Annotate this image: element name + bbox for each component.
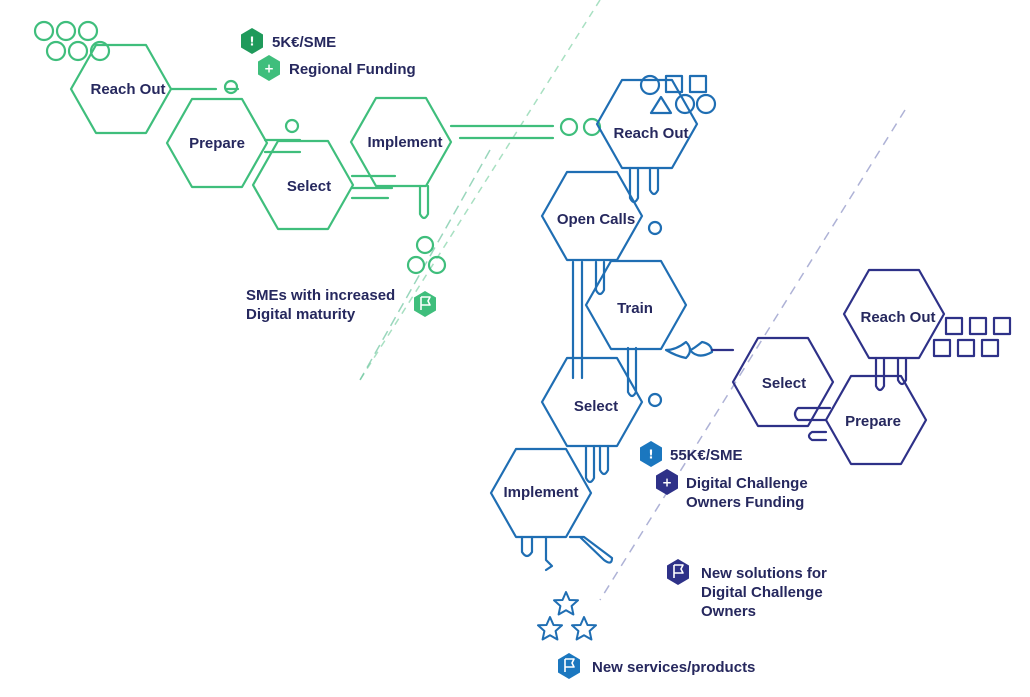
step-label: Select [762,375,806,392]
outcome-text: New solutions for [701,565,827,582]
flag-icon [558,653,580,679]
outcome-text: Owners [701,603,756,620]
outcome-text: Digital Challenge [701,584,823,601]
blue-flow: Reach Out Open Calls Train Select Implem… [489,74,808,679]
blue-connector [520,535,614,572]
plus-icon: + [656,469,678,495]
blue-connector [628,166,660,204]
svg-text:!: ! [249,35,254,49]
triangle-icon [649,95,673,115]
step-label: Select [287,178,331,195]
navy-connector [874,356,908,392]
step-label: Prepare [189,135,245,152]
exclamation-icon: ! [241,28,263,54]
green-flow: Reach Out Prepare Select Implement ! 5K€… [33,20,602,323]
step-label: Open Calls [557,211,635,228]
funding-source: Regional Funding [289,61,416,78]
flag-icon [414,291,436,317]
blue-connector [594,260,606,296]
green-connector [418,124,555,220]
funding-amount: 55K€/SME [670,447,743,464]
svg-text:+: + [264,62,274,76]
step-label: Select [574,398,618,415]
circle-icon [33,20,111,62]
blue-connector [626,346,638,398]
outcome-text: Digital maturity [246,306,356,323]
blue-connector [584,444,610,484]
divider-line-green [359,0,601,381]
step-label: Reach Out [860,309,935,326]
circle-icon [406,235,447,275]
outcome-text: SMEs with increased [246,287,395,304]
step-label: Implement [367,134,442,151]
navy-flow: Reach Out Select Prepare New solutions f… [667,268,1012,620]
divider-line-navy [599,109,906,601]
square-icon [932,316,1012,358]
circle-icon [639,74,717,115]
blue-connector [571,260,584,380]
step-label: Train [617,300,653,317]
step-label: Reach Out [613,125,688,142]
star-icon [537,591,597,641]
exclamation-icon: ! [640,441,662,467]
step-label: Implement [503,484,578,501]
funding-source: Owners Funding [686,494,804,511]
svg-text:!: ! [648,448,653,462]
funding-source: Digital Challenge [686,475,808,492]
step-label: Reach Out [90,81,165,98]
green-connector [263,138,302,154]
plus-icon: + [258,55,280,81]
green-connector [350,174,397,200]
blue-connector [664,340,714,360]
flag-icon [667,559,689,585]
outcome-text: New services/products [592,659,755,676]
svg-text:+: + [662,476,672,490]
square-icon [664,74,708,94]
funding-amount: 5K€/SME [272,34,336,51]
navy-connector [793,406,832,442]
step-label: Prepare [845,413,901,430]
